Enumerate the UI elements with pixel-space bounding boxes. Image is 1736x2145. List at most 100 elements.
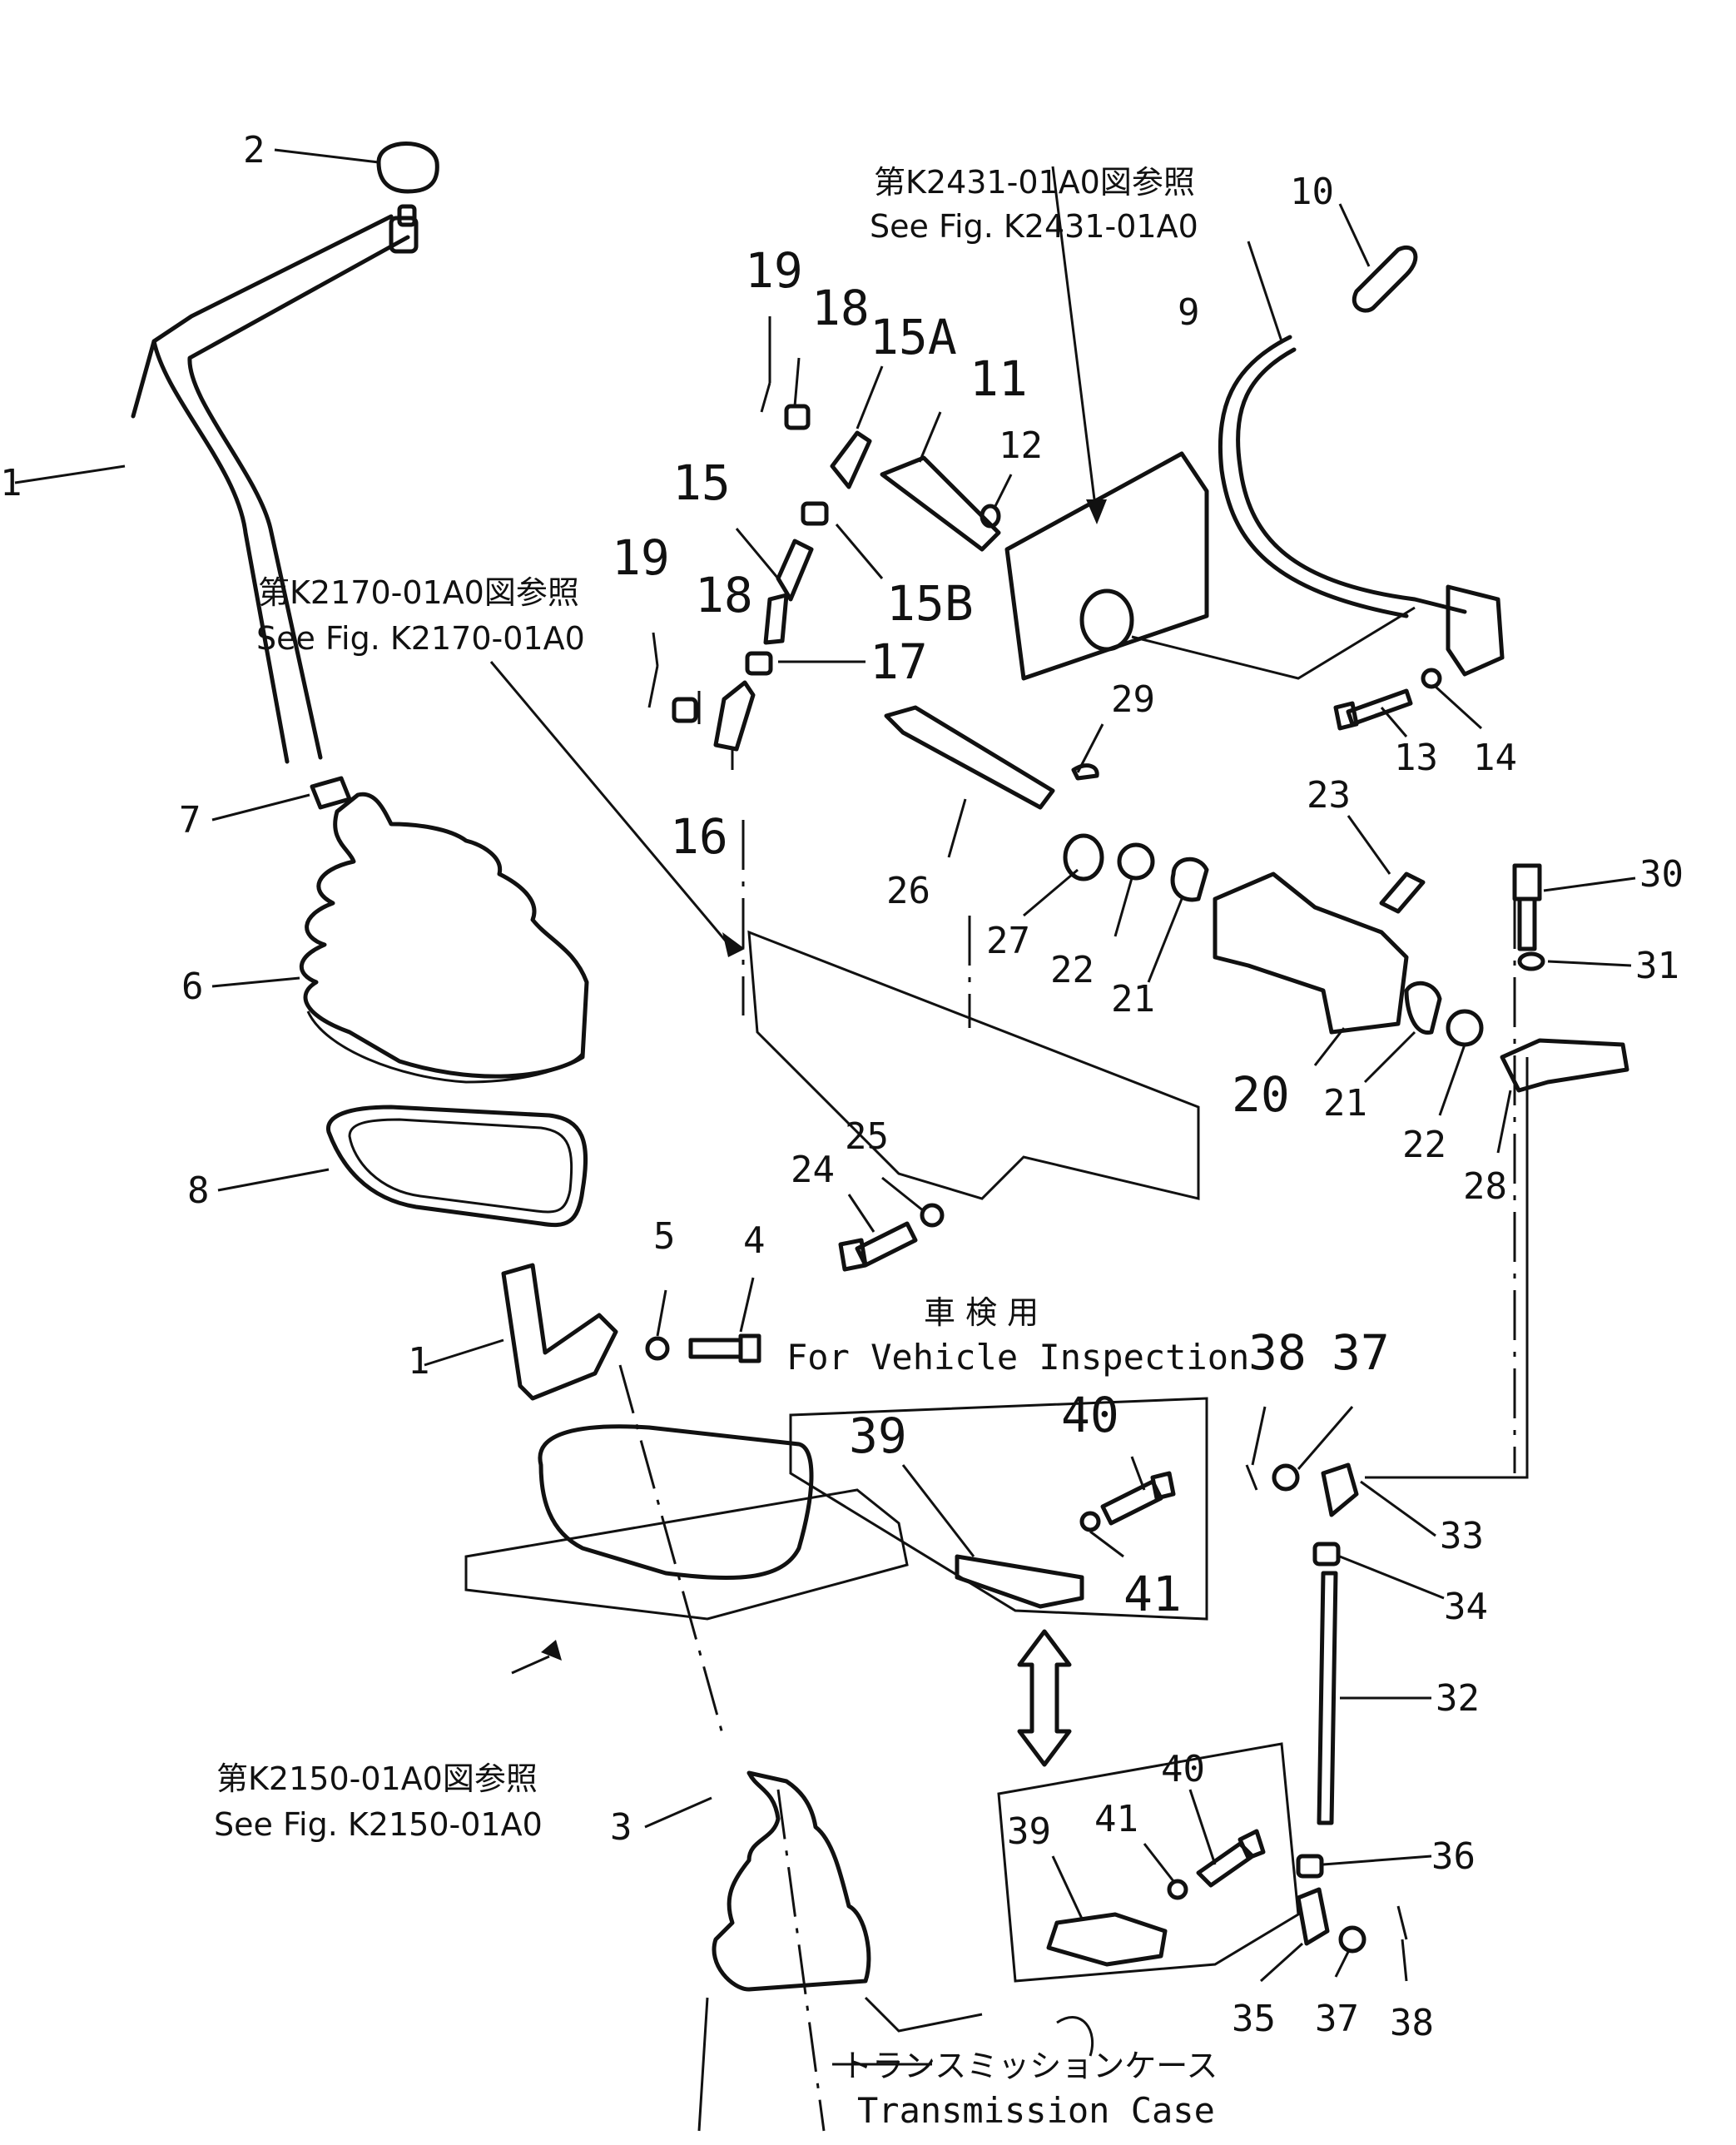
case-outline (697, 1996, 1094, 2132)
label-5: 5 (653, 1215, 676, 1258)
label-1a: 1 (0, 462, 22, 504)
nut-17 (745, 651, 773, 676)
transmission-label-en: Transmission Case (857, 2090, 1215, 2131)
label-26: 26 (886, 870, 930, 912)
linkage-connector (1365, 1057, 1529, 1479)
inspection-bracket-39b (1046, 1912, 1168, 1967)
lever-thread (397, 204, 417, 227)
label-33: 33 (1440, 1515, 1484, 1557)
label-4: 4 (743, 1219, 766, 1262)
pin-38a (1245, 1464, 1258, 1491)
washer-14 (1421, 668, 1442, 689)
housing-plate (464, 1488, 909, 1621)
pin-29 (1071, 763, 1099, 781)
bushing-21b (1404, 981, 1442, 1035)
label-13: 13 (1394, 737, 1438, 779)
inspection-washer-41a (1079, 1511, 1101, 1532)
frame-inner (348, 1118, 573, 1214)
shaft-pin-12 (980, 504, 1001, 529)
nut-37b (1338, 1925, 1366, 1954)
lever-tip (389, 216, 419, 254)
label-19b: 19 (612, 529, 670, 586)
label-17: 17 (870, 633, 928, 690)
label-8: 8 (187, 1169, 210, 1212)
ref-k2431-jp: 第K2431-01A0図参照 (874, 164, 1195, 201)
rod-15 (763, 539, 814, 645)
bolt-13 (1333, 688, 1413, 731)
bolt-30 (1512, 863, 1542, 951)
label-23: 23 (1307, 774, 1351, 817)
part-labels: 1 1 2 3 4 5 6 7 8 9 10 11 12 13 14 15 15… (0, 129, 1684, 2044)
bracket-link (1131, 606, 1416, 680)
label-40a: 40 (1061, 1387, 1119, 1443)
label-1b: 1 (408, 1340, 430, 1383)
boot (300, 792, 589, 1079)
ref-k2170-en: See Fig. K2170-01A0 (256, 620, 585, 657)
nut (310, 776, 352, 810)
arm-28 (1500, 1038, 1629, 1093)
label-38a: 38 (1248, 1324, 1307, 1381)
label-39a: 39 (849, 1408, 907, 1464)
label-18b: 18 (695, 567, 753, 623)
label-40b: 40 (1161, 1748, 1205, 1790)
shift-lever-upper (131, 214, 410, 764)
rod-end-35 (1296, 1887, 1330, 1946)
swap-arrow (1017, 1629, 1072, 1767)
label-12: 12 (999, 425, 1043, 467)
nut-36 (1296, 1854, 1324, 1879)
washer-31 (1517, 951, 1545, 971)
label-30: 30 (1639, 853, 1684, 896)
ref-k2150-en: See Fig. K2150-01A0 (214, 1806, 543, 1843)
bushing-21a (1170, 857, 1209, 902)
label-34: 34 (1444, 1586, 1488, 1628)
inspection-washer-41b (1167, 1879, 1188, 1900)
fitting-23 (1379, 871, 1426, 914)
bracket-boss (1079, 588, 1134, 652)
rod-end-15A (830, 430, 872, 489)
label-3: 3 (610, 1806, 632, 1849)
label-29: 29 (1111, 678, 1155, 721)
inspection-bracket-39a (955, 1554, 1084, 1609)
shaft-26 (884, 705, 1055, 810)
shaft-11 (880, 455, 1001, 552)
inspection-bolt-40b (1196, 1829, 1266, 1888)
ref-k2431-en: See Fig. K2431-01A0 (870, 208, 1198, 245)
label-41a: 41 (1123, 1566, 1182, 1622)
label-36: 36 (1431, 1835, 1476, 1878)
label-10: 10 (1290, 171, 1334, 213)
inspection-title-en: For Vehicle Inspection (786, 1337, 1249, 1378)
arrow-k2150 (541, 1640, 562, 1661)
inspection-box-upper (789, 1397, 1208, 1621)
inspection-box-lower (997, 1742, 1300, 1983)
label-37b: 37 (1315, 1998, 1359, 2040)
label-37a: 37 (1332, 1324, 1390, 1381)
ref-k2170-jp: 第K2170-01A0図参照 (258, 574, 579, 611)
rod-end-16 (713, 680, 756, 752)
ref-k2150-jp: 第K2150-01A0図参照 (216, 1760, 538, 1797)
label-6: 6 (181, 966, 204, 1008)
label-18a: 18 (811, 280, 870, 336)
label-9: 9 (1178, 291, 1200, 334)
label-15b: 15B (886, 575, 974, 632)
nut-18b (672, 697, 698, 723)
label-28: 28 (1463, 1165, 1507, 1208)
pin-19b (647, 665, 659, 708)
washer-25 (920, 1203, 945, 1228)
nut-34 (1312, 1542, 1341, 1567)
label-2: 2 (243, 129, 265, 171)
label-22b: 22 (1402, 1124, 1446, 1166)
leader-lines (14, 148, 1636, 1983)
label-19a: 19 (745, 242, 803, 299)
label-27: 27 (986, 920, 1030, 962)
rod-end-33 (1321, 1462, 1359, 1517)
housing (538, 1424, 814, 1581)
transmission-case (712, 1770, 871, 1992)
label-38b: 38 (1390, 2002, 1434, 2044)
inspection-title-jp: 車 検 用 (924, 1294, 1039, 1331)
boot-base (306, 1010, 584, 1084)
label-32: 32 (1436, 1677, 1480, 1720)
pin-38b (1396, 1905, 1408, 1940)
shift-lever-lower (501, 1263, 618, 1401)
pin-19a (760, 382, 771, 413)
knob (376, 142, 439, 194)
